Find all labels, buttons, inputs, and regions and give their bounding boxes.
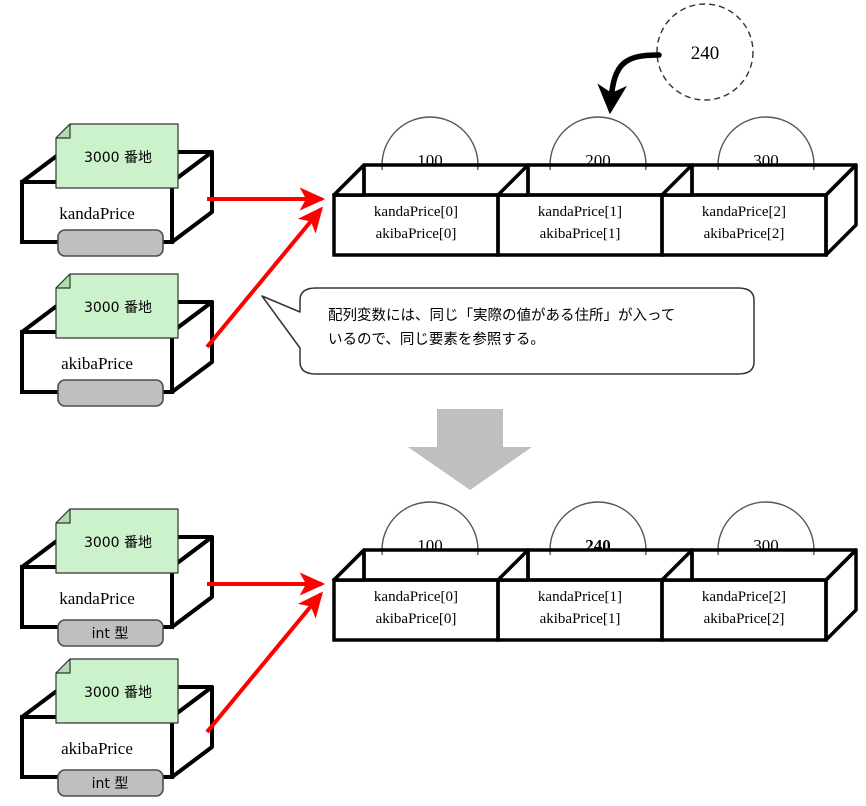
callout-balloon: 配列変数には、同じ「実際の値がある住所」が入って いるので、同じ要素を参照する。 [261,287,755,375]
array-cell-label: akibaPrice[2] [704,226,785,242]
incoming-value-label: 240 [691,43,720,64]
incoming-value-bubble: 240 [656,3,754,101]
type-badge [57,619,164,647]
array-cell-label: kandaPrice[2] [702,589,786,605]
variable-name-label: kandaPrice [59,589,135,608]
array-cell-label: akibaPrice[1] [540,226,621,242]
array-cell-label: kandaPrice[0] [374,204,458,220]
variable-box-kandaprice-bottom: 3000 番地 kandaPrice int 型 [20,508,214,647]
address-note-kandaprice-bottom: 3000 番地 [55,508,179,574]
variable-name-label: akibaPrice [61,739,133,758]
address-note-akibaprice-top: 3000 番地 [55,273,179,339]
array-cell-value: 200 [585,151,611,170]
reference-arrow-akibaprice-bottom [205,591,324,734]
array-cell-label: akibaPrice[0] [376,611,457,627]
type-badge-label: int 型 [92,626,129,642]
array-box-top: kandaPrice[0] akibaPrice[0] kandaPrice[1… [332,163,858,257]
array-cell-label: akibaPrice[1] [540,611,621,627]
type-badge [57,229,164,257]
variable-box-akibaprice-bottom: 3000 番地 akibaPrice int 型 [20,658,214,797]
address-note-akibaprice-bottom: 3000 番地 [55,658,179,724]
callout-line-1: 配列変数には、同じ「実際の値がある住所」が入って [328,307,675,324]
address-note-text: 3000 番地 [84,535,152,551]
reference-arrow-akibaprice-top [205,206,324,349]
array-cell-value: 100 [417,536,443,555]
array-cell-value: 100 [417,151,443,170]
callout-line-2: いるので、同じ要素を参照する。 [328,331,545,348]
array-cell-label: kandaPrice[1] [538,204,622,220]
array-cell-label: akibaPrice[2] [704,611,785,627]
variable-name-label: kandaPrice [59,204,135,223]
variable-box-kandaprice-top: 3000 番地 kandaPrice [20,123,214,257]
variable-box-akibaprice-top: 3000 番地 akibaPrice [20,273,214,407]
array-cell-value: 300 [753,151,779,170]
address-note-text: 3000 番地 [84,685,152,701]
array-cell-label: akibaPrice[0] [376,226,457,242]
array-cell-value: 240 [585,536,611,555]
array-cell-label: kandaPrice[0] [374,589,458,605]
address-note-text: 3000 番地 [84,150,152,166]
type-badge [57,379,164,407]
array-cell-value: 300 [753,536,779,555]
address-note-text: 3000 番地 [84,300,152,316]
variable-name-label: akibaPrice [61,354,133,373]
array-box-bottom: kandaPrice[0] akibaPrice[0] kandaPrice[1… [332,548,858,642]
type-badge [57,769,164,797]
dashed-circle [656,3,754,101]
array-cell-label: kandaPrice[1] [538,589,622,605]
assignment-arrow [597,52,662,115]
down-arrow-icon [408,409,532,490]
array-cell-label: kandaPrice[2] [702,204,786,220]
address-note-kandaprice-top: 3000 番地 [55,123,179,189]
type-badge-label: int 型 [92,776,129,792]
